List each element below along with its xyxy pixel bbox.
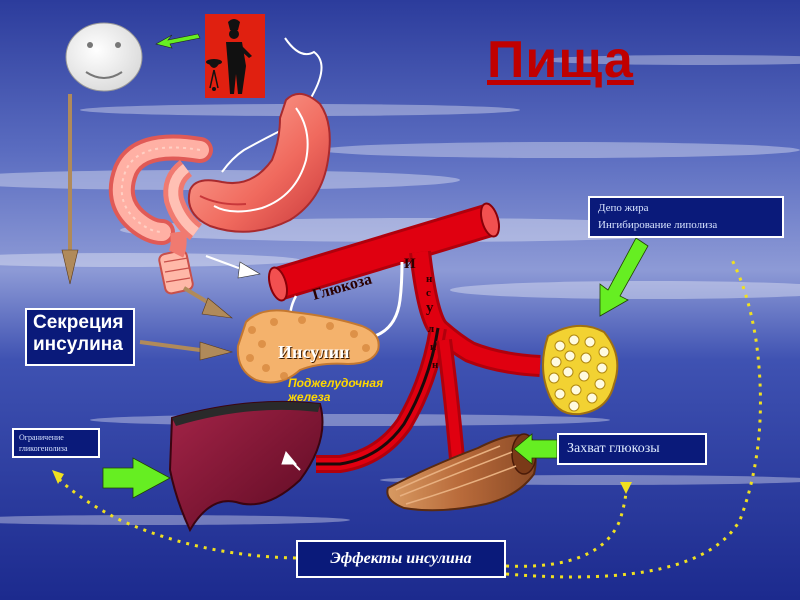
vessel-letter: и bbox=[430, 341, 437, 353]
blood-vessel bbox=[267, 202, 541, 473]
insulin-label: Инсулин bbox=[278, 342, 350, 362]
pancreas-label: Поджелудочная железа bbox=[288, 376, 383, 404]
secretion-line1: Секреция bbox=[33, 312, 124, 333]
fat-depot bbox=[542, 325, 619, 416]
glyco-line2: гликогенолиза bbox=[19, 444, 68, 453]
glycogenolysis-box: Ограничение гликогенолиза bbox=[12, 428, 100, 458]
vessel-letter: с bbox=[426, 287, 431, 299]
intestine bbox=[108, 134, 213, 295]
fat-depot-box: Депо жира Ингибирование липолиза bbox=[588, 196, 784, 238]
green-arrows bbox=[102, 237, 649, 499]
page-title: Пища bbox=[487, 31, 634, 89]
secretion-line2: инсулина bbox=[33, 334, 123, 355]
insulin-secretion-box: Секреция инсулина bbox=[25, 308, 135, 366]
vessel-insulin-letters: И н с у л и н bbox=[404, 256, 439, 371]
cook-grill-icon bbox=[205, 14, 265, 98]
stomach bbox=[188, 93, 331, 233]
insulin-effects-box: Эффекты инсулина bbox=[296, 540, 506, 578]
glyco-line1: Ограничение bbox=[19, 433, 64, 442]
vessel-letter: у bbox=[426, 300, 434, 316]
vessel-letter: н bbox=[426, 273, 433, 285]
fat-line1: Депо жира bbox=[598, 202, 649, 214]
liver bbox=[168, 400, 324, 533]
pancreas-line1: Поджелудочная bbox=[288, 376, 384, 390]
pancreas-line2: железа bbox=[288, 390, 331, 404]
pancreas bbox=[236, 309, 380, 384]
fat-line2: Ингибирование липолиза bbox=[598, 219, 718, 231]
glucose-uptake-box: Захват глюкозы bbox=[557, 433, 707, 465]
vessel-letter: И bbox=[404, 256, 416, 272]
arrow-to-face bbox=[155, 33, 201, 49]
brown-arrows bbox=[61, 94, 234, 361]
vessel-letter: н bbox=[432, 359, 439, 371]
smiley-face-icon bbox=[65, 22, 143, 92]
white-arrows bbox=[205, 255, 301, 471]
dotted-arrowheads bbox=[52, 470, 632, 494]
vessel-letter: л bbox=[428, 323, 434, 335]
dotted-effect-lines bbox=[56, 255, 762, 579]
